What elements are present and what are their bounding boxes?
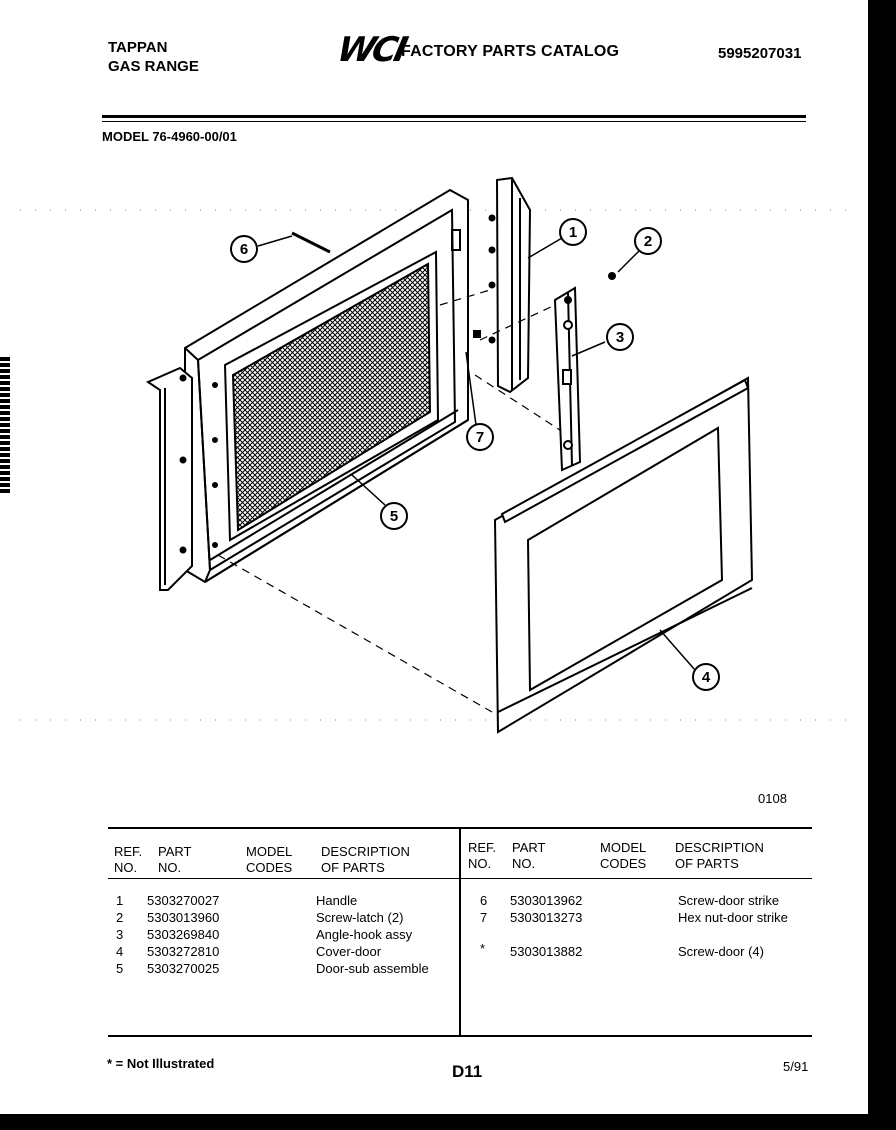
footnote: * = Not Illustrated: [107, 1056, 215, 1071]
table-divider: [459, 829, 461, 1035]
model-number: MODEL 76-4960-00/01: [102, 129, 237, 144]
ref-cell: 4: [116, 944, 124, 959]
ref-cell: 6: [480, 893, 488, 908]
part-cell: 5303013273: [510, 910, 583, 925]
desc-cell: Screw-door (4): [678, 944, 764, 959]
callout-1: 1: [559, 218, 587, 246]
table-row: 1: [116, 892, 123, 909]
part-cell: 5303270025: [147, 961, 220, 976]
revision-date: 5/91: [783, 1059, 809, 1074]
part-cell: 5303269840: [147, 927, 220, 942]
cover-door-part: [493, 376, 754, 734]
ref-cell: *: [480, 941, 486, 956]
part-cell: 5303013962: [510, 893, 583, 908]
part-cell: 5303270027: [147, 893, 220, 908]
scan-edge-marks: [0, 355, 10, 495]
ref-cell: 2: [116, 910, 124, 925]
door-sub-assembly: [145, 188, 469, 591]
callout-4-label: 4: [702, 669, 711, 686]
scan-edge-mark: [0, 325, 8, 333]
callout-7: 7: [466, 423, 494, 451]
exploded-diagram: 1 2 3 4 5 6 7: [20, 176, 860, 734]
ref-cell: 3: [116, 927, 124, 942]
callout-2-label: 2: [644, 233, 652, 250]
desc-cell: Hex nut-door strike: [678, 910, 788, 925]
ref-cell: 1: [116, 893, 124, 908]
dashed-guides: [217, 289, 561, 713]
table-bottom-rule: [108, 1035, 812, 1037]
desc-cell: Screw-latch (2): [316, 910, 404, 925]
desc-cell: Screw-door strike: [678, 893, 780, 908]
desc-cell: Door-sub assemble: [316, 961, 429, 976]
callout-1-label: 1: [569, 224, 577, 241]
screw-latch-part: [608, 272, 616, 280]
header-ref-right: REF.NO.: [468, 840, 497, 871]
part-cell: 5303013882: [510, 944, 583, 959]
catalog-page: TAPPAN GAS RANGE WCI FACTORY PARTS CATAL…: [0, 0, 868, 1114]
table-top-rule: [108, 827, 812, 829]
ref-cell: 5: [116, 961, 124, 976]
hex-nut-part: [473, 330, 481, 338]
angle-hook-part: [553, 286, 582, 472]
header-rule-thin: [102, 121, 806, 122]
handle-part: [488, 176, 532, 394]
catalog-number: 5995207031: [718, 45, 802, 62]
part-cell: 5303272810: [147, 944, 220, 959]
callout-7-label: 7: [476, 429, 484, 446]
callout-5-label: 5: [390, 508, 398, 525]
header-rule: [102, 115, 806, 118]
callout-3: 3: [606, 323, 634, 351]
header-ref: REF.NO.: [114, 844, 143, 875]
screw-door-strike-part: [291, 231, 331, 254]
desc-cell: Handle: [316, 893, 358, 908]
callout-6-label: 6: [240, 241, 248, 258]
leader-lines: [257, 235, 696, 671]
part-cell: 5303013960: [147, 910, 220, 925]
callout-5: 5: [380, 502, 408, 530]
product-label: GAS RANGE: [108, 58, 199, 75]
callout-3-label: 3: [616, 329, 624, 346]
callout-4: 4: [692, 663, 720, 691]
brand-label: TAPPAN: [108, 39, 168, 56]
callout-6: 6: [230, 235, 258, 263]
page-number: D11: [452, 1062, 483, 1081]
diagram-code: 0108: [758, 791, 787, 806]
desc-cell: Angle-hook assy: [316, 927, 413, 942]
catalog-title: FACTORY PARTS CATALOG: [401, 43, 620, 60]
ref-cell: 7: [480, 910, 488, 925]
callout-2: 2: [634, 227, 662, 255]
desc-cell: Cover-door: [316, 944, 382, 959]
